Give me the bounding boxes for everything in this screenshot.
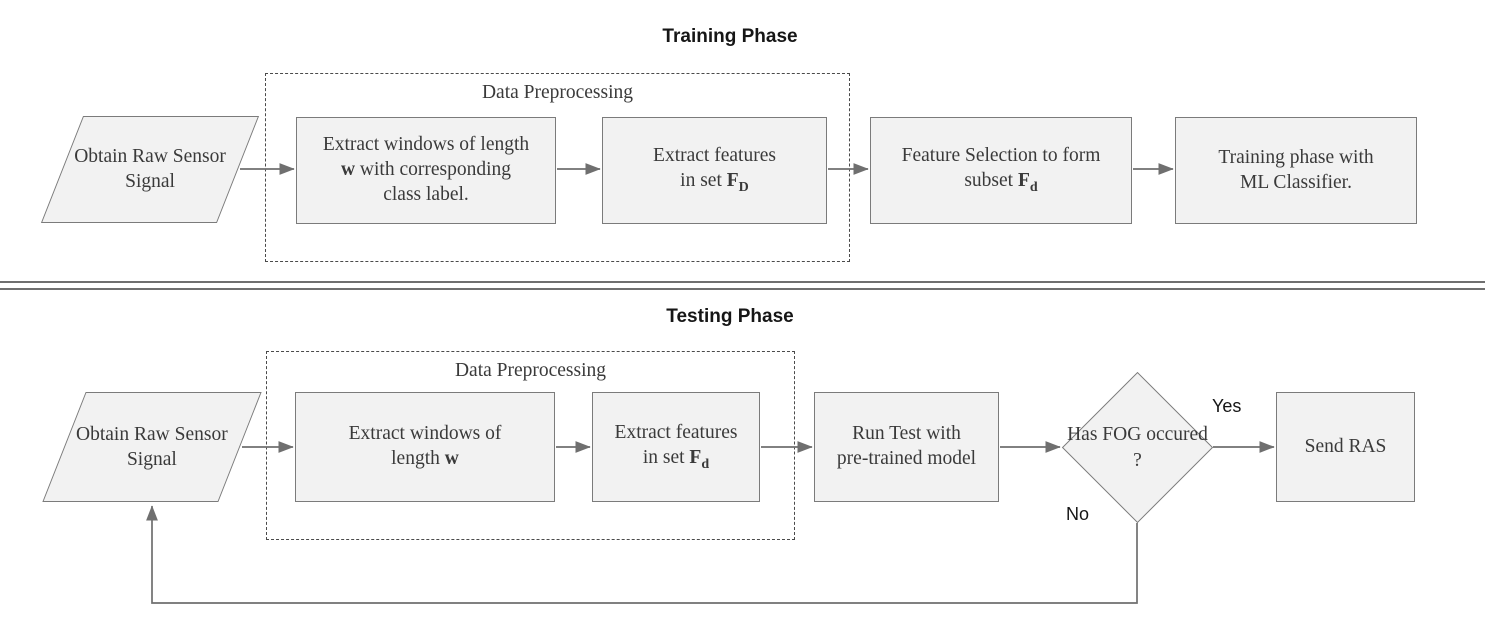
training-ml-line1: Training phase with (1218, 146, 1374, 168)
testing-run-test-box[interactable]: Run Test with pre-trained model (814, 392, 999, 502)
testing-feature-set-subscript: d (701, 455, 710, 472)
training-fs-line2: subset Fd (902, 169, 1101, 197)
testing-run-test-line2: pre-trained model (836, 448, 977, 469)
window-length-symbol: w (340, 159, 356, 181)
testing-extract-features-box[interactable]: Extract features in set Fd (592, 392, 760, 502)
training-step2-line1: Extract features (653, 145, 776, 167)
testing-decision-label: Has FOG occured ? (1062, 372, 1213, 523)
testing-step1-line2: length w (349, 447, 502, 472)
testing-step2-line2: in set Fd (615, 446, 738, 474)
training-ml-classifier-box[interactable]: Training phase with ML Classifier. (1175, 117, 1417, 224)
testing-step2-line1: Extract features (614, 421, 738, 443)
training-extract-windows-box[interactable]: Extract windows of length w with corresp… (296, 117, 556, 224)
training-extract-features-label: Extract features in set FD (653, 144, 776, 197)
feature-set-subscript: D (738, 178, 749, 195)
branch-label-yes: Yes (1212, 396, 1242, 416)
training-ml-classifier-label: Training phase with ML Classifier. (1218, 146, 1373, 196)
training-preprocessing-group (265, 73, 850, 262)
testing-run-test-label: Run Test with pre-trained model (837, 422, 976, 472)
testing-run-test-line1: Run Test with (852, 423, 961, 445)
testing-send-ras-box[interactable]: Send RAS (1276, 392, 1415, 502)
send-ras-line1: Send RAS (1304, 435, 1387, 457)
testing-phase-title-text: Testing Phase (666, 306, 794, 327)
training-preprocessing-label: Data Preprocessing (481, 82, 634, 103)
training-fs-line2-pre: subset (964, 170, 1018, 192)
training-ml-line2: ML Classifier. (1240, 171, 1352, 193)
testing-preprocessing-label: Data Preprocessing (454, 360, 607, 381)
decision-line1: Has FOG (1067, 424, 1142, 446)
feature-set-symbol: F (726, 170, 739, 192)
training-feature-selection-box[interactable]: Feature Selection to form subset Fd (870, 117, 1132, 224)
training-input-label: Obtain Raw Sensor Signal (63, 144, 237, 195)
training-input-line1: Obtain Raw (74, 146, 168, 168)
phase-divider-line-top (0, 281, 1485, 283)
branch-label-no: No (1066, 504, 1090, 524)
testing-phase-title: Testing Phase (630, 306, 830, 328)
testing-step1-line2-pre: length (391, 448, 445, 469)
training-extract-windows-label: Extract windows of length w with corresp… (323, 133, 529, 208)
testing-step2-line2-pre: in set (642, 446, 690, 468)
training-input-parallelogram[interactable]: Obtain Raw Sensor Signal (40, 116, 260, 223)
training-feature-selection-label: Feature Selection to form subset Fd (902, 144, 1101, 197)
testing-input-parallelogram[interactable]: Obtain Raw Sensor Signal (42, 392, 262, 502)
decision-line2: occured ? (1133, 424, 1208, 471)
testing-window-length-symbol: w (444, 448, 459, 469)
training-step1-line1: Extract windows of length (322, 134, 530, 156)
training-fs-line1: Feature Selection to form (901, 145, 1101, 167)
training-step2-line2-pre: in set (680, 170, 727, 192)
feature-subset-subscript: d (1029, 178, 1038, 195)
testing-input-line1: Obtain Raw (76, 423, 170, 445)
training-step1-line2: w with corresponding (323, 158, 529, 183)
testing-step1-line1: Extract windows of (348, 423, 502, 445)
testing-feature-set-symbol: F (689, 446, 702, 468)
testing-extract-windows-label: Extract windows of length w (349, 422, 502, 472)
training-step1-line3: class label. (383, 183, 469, 205)
training-extract-features-box[interactable]: Extract features in set FD (602, 117, 827, 224)
feature-subset-symbol: F (1017, 170, 1030, 192)
testing-extract-windows-box[interactable]: Extract windows of length w (295, 392, 555, 502)
training-step2-line2: in set FD (653, 169, 776, 197)
training-phase-title-text: Training Phase (662, 26, 798, 47)
training-phase-title: Training Phase (630, 26, 830, 48)
testing-send-ras-label: Send RAS (1305, 435, 1387, 460)
phase-divider-line-bottom (0, 288, 1485, 290)
testing-input-label: Obtain Raw Sensor Signal (65, 422, 239, 473)
testing-extract-features-label: Extract features in set Fd (615, 421, 738, 474)
training-step1-line2-post: with corresponding (355, 159, 512, 181)
